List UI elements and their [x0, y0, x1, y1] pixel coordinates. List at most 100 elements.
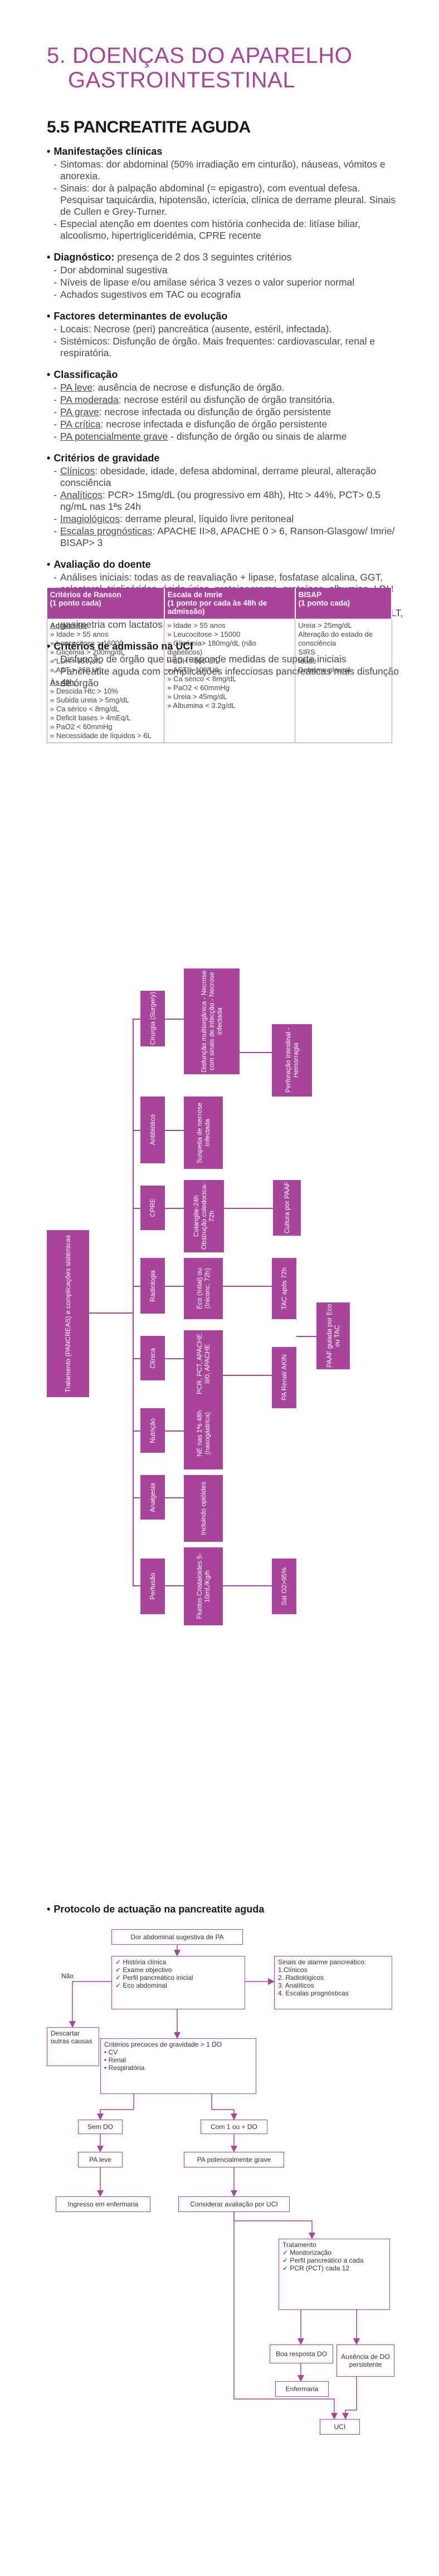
checklist-text: Perfil pancreático inicial	[123, 1974, 193, 1982]
list-item: Idade	[298, 657, 316, 665]
alarm-item: 2. Radiológicos	[278, 1974, 324, 1982]
branch-analgesia: Analgesia	[140, 1475, 165, 1520]
connector	[296, 1336, 316, 1337]
list-item: Sinais: dor à palpação abdominal (= epig…	[53, 183, 403, 218]
branch-antibiotico: Antibiótico	[140, 1097, 165, 1163]
tree-root: Tratamento (PANCREAS) e complicações sis…	[47, 1230, 89, 1397]
criteria-item: • Renal	[104, 2056, 126, 2064]
connector	[223, 1286, 272, 1287]
term: PA potencialmente grave	[60, 431, 168, 442]
criteria-item: • Respiratória	[104, 2064, 145, 2072]
term: PA moderada	[60, 394, 119, 405]
node-pa-renal: PA Renal/ AKIN	[272, 1347, 296, 1408]
list-item: » Glicémia > 200mg/dL	[50, 648, 125, 656]
list-item: Achados sugestivos em TAC ou ecografia	[53, 289, 403, 301]
list-item: » Glicémia> 180mg/dL (não diabéticos)	[167, 639, 256, 656]
list-item: Analíticos: PCR> 15mg/dL (ou progressivo…	[53, 489, 403, 513]
connector	[165, 1585, 184, 1586]
diagnostico-heading: Diagnóstico: presença de 2 dos 3 seguint…	[47, 252, 403, 263]
diagnostico-heading-label: Diagnóstico:	[53, 252, 115, 263]
classificacao-list: PA leve: ausência de necrose e disfunção…	[47, 382, 403, 443]
chapter-title: 5. DOENÇAS DO APARELHO GASTROINTESTINAL	[47, 43, 352, 92]
list-item: » LDH >600 U/L	[167, 657, 220, 665]
list-item: SIRS	[298, 648, 315, 656]
list-item: » Deficit bases > 4mEq/L	[50, 714, 131, 722]
flow-checklist: ✓ História clínica ✓ Exame objectivo ✓ P…	[111, 1956, 245, 2009]
list-item: Sintomas: dor abdominal (50% irradiação …	[53, 159, 403, 182]
flow-treatment: Tratamento ✓ Monitorização ✓ Perfil panc…	[279, 2239, 390, 2310]
flow-potential: PA potencialmente grave	[184, 2152, 284, 2167]
manifestacoes-block: Manifestações clínicas Sintomas: dor abd…	[47, 146, 403, 242]
connector	[224, 1208, 273, 1209]
diagnostico-text: presença de 2 dos 3 seguintes critérios	[117, 252, 292, 263]
node-cultura: Cultura por PAAF	[273, 1180, 301, 1236]
flow-ward-2: Enfermaria	[275, 2381, 329, 2397]
list-item: » Descida Htc > 10%	[50, 687, 118, 695]
branch-cpre: CPRE	[140, 1186, 165, 1230]
treatment-tree: Tratamento (PANCREAS) e complicações sis…	[0, 946, 439, 1625]
list-item: » Idade > 55 anos	[50, 630, 109, 638]
gravidade-list: Clínicos: obesidade, idade, defesa abdom…	[47, 465, 403, 549]
treatment-text: Monitorização	[290, 2249, 332, 2257]
list-item: » AST > 100 U/L	[167, 666, 221, 674]
checklist-item: ✓ Perfil pancreático inicial	[115, 1974, 193, 1982]
factores-block: Factores determinantes de evolução Locai…	[47, 311, 403, 359]
list-item: » LDH >350 U/L	[50, 657, 103, 665]
checklist-text: Eco abdominal	[123, 1982, 167, 1989]
connector	[134, 1358, 140, 1359]
list-item: » Leucocitose > 16000	[50, 639, 124, 647]
connector	[134, 1497, 140, 1498]
connector	[223, 1585, 272, 1586]
checklist-text: História clínica	[123, 1958, 167, 1966]
treatment-text: Perfil pancreático a cada	[290, 2257, 364, 2264]
chapter-line-1: 5. DOENÇAS DO APARELHO	[47, 43, 353, 68]
avaliacao-heading: Avaliação do doente	[47, 559, 403, 571]
branch-nutricao: Nutrição	[140, 1408, 165, 1453]
list-item: Derrame pleural	[298, 666, 350, 674]
branch-clinica: Clínica	[140, 1336, 165, 1380]
factores-list: Locais: Necrose (peri) pancreática (ause…	[47, 323, 403, 359]
term: Clínicos	[60, 465, 95, 476]
imrie-cell: » Idade > 55 anos » Leucocitose > 15000 …	[164, 618, 296, 743]
definition: - disfunção de órgão ou sinais de alarme	[168, 431, 347, 442]
list-item: » Ca sérico < 8mg/dL	[167, 675, 237, 683]
node-eco: Eco (Intial) ou (Iniconc. 72h)	[184, 1258, 223, 1319]
node-pcr: PCR, PCT, APACHE II/0, APACHE	[184, 1330, 223, 1397]
connector	[134, 1585, 140, 1586]
connector	[240, 1052, 272, 1053]
diagnostico-block: Diagnóstico: presença de 2 dos 3 seguint…	[47, 252, 403, 301]
flow-icu-eval: Considerar avaliação por UCI	[178, 2196, 290, 2212]
list-item: PA leve: ausência de necrose e disfunção…	[53, 382, 403, 394]
term: PA grave	[60, 406, 99, 417]
flow-with-do: Com 1 ou + DO	[201, 2120, 267, 2134]
alarm-item: 3. Analíticos	[278, 1982, 314, 1989]
treatment-title: Tratamento	[282, 2241, 316, 2249]
factores-heading: Factores determinantes de evolução	[47, 311, 403, 322]
list-item: PA grave: necrose infectada ou disfunção…	[53, 406, 403, 418]
list-item: Alteração do estado de consciência	[298, 630, 373, 647]
connector	[134, 1130, 140, 1131]
checklist-item: ✓ Eco abdominal	[115, 1982, 167, 1989]
checklist-item: ✓ História clínica	[115, 1958, 167, 1966]
connector	[165, 1497, 184, 1498]
flow-start: Dor abdominal sugestiva de PA	[111, 1929, 243, 1945]
node-fluidos: Fluidos Cristaloides 5-10mL/Kg/h	[184, 1547, 223, 1625]
term: PA leve	[60, 382, 93, 393]
list-item: » Ca sérico < 8mg/dL	[50, 705, 119, 713]
alarm-item: 4. Escalas prognósticas	[278, 1989, 349, 1997]
protocol-title: Protocolo de actuação na pancreatite agu…	[47, 1904, 264, 1915]
gravidade-block: Critérios de gravidade Clínicos: obesida…	[47, 453, 403, 549]
treatment-item: ✓ Perfil pancreático a cada	[282, 2257, 364, 2264]
bisap-cell: Ureia > 25mg/dL Alteração do estado de c…	[295, 618, 392, 743]
alarm-title: Sinais de alarme pancreático:	[278, 1958, 367, 1966]
flow-rule-out: Descartar outras causas	[47, 2027, 99, 2066]
list-item: PA crítica: necrose infectada e disfunçã…	[53, 419, 403, 430]
list-item: PA moderada: necrose estéril ou disfunçã…	[53, 394, 403, 406]
flow-icu: UCI	[320, 2419, 360, 2435]
term: PA crítica	[60, 419, 101, 430]
scores-table-grid: Critérios de Ranson (1 ponto cada) Escal…	[46, 588, 393, 743]
definition: : necrose infectada e disfunção de órgão…	[100, 419, 328, 430]
diagnostico-list: Dor abdominal sugestiva Níveis de lipase…	[47, 264, 403, 301]
